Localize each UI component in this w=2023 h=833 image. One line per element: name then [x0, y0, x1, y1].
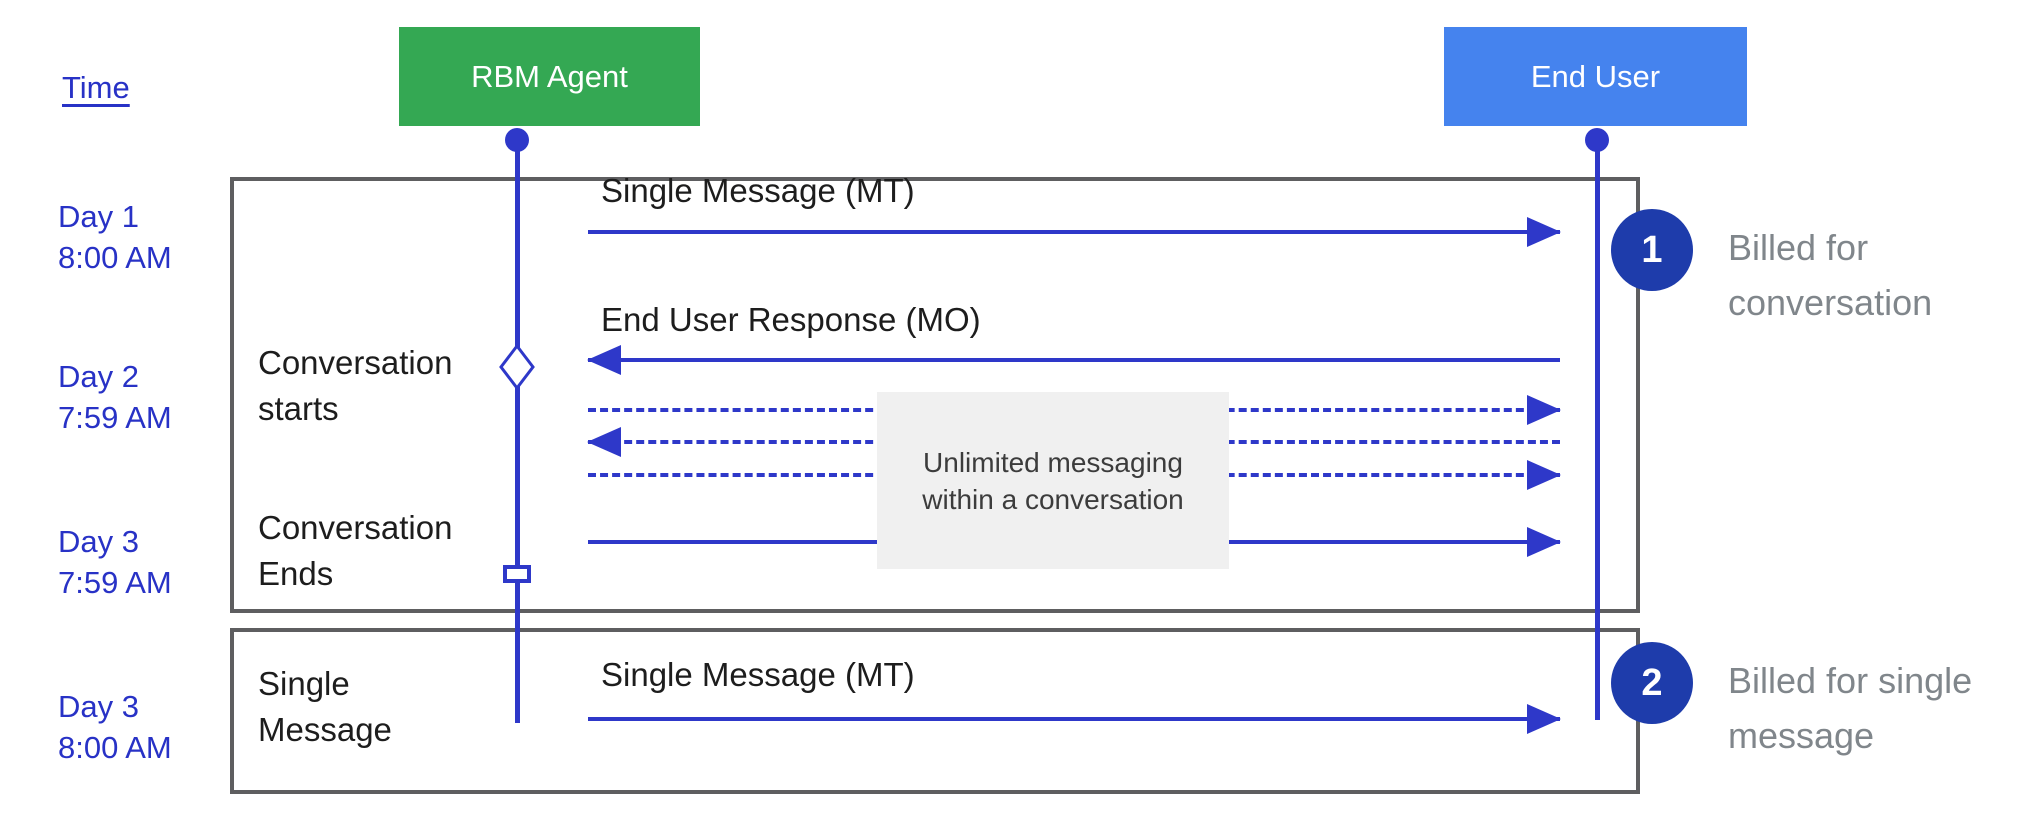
note-line-2: within a conversation — [922, 483, 1184, 515]
arrow-head-left-icon — [587, 427, 621, 457]
message-label-single-message-mt: Single Message (MT) — [601, 172, 915, 209]
billing-badge-2: 2 — [1611, 642, 1693, 724]
time-entry-time-label: 7:59 AM — [58, 400, 172, 435]
end-user-lifeline — [1595, 130, 1600, 720]
conversation-start-diamond-icon — [499, 344, 535, 390]
arrow-head-right-icon — [1527, 527, 1561, 557]
time-entry-day-label: Day 3 — [58, 524, 139, 559]
time-entry-day-label: Day 1 — [58, 199, 139, 234]
time-entry-time-label: 8:00 AM — [58, 240, 172, 275]
milestone-conversation-ends: Conversation Ends — [258, 509, 453, 592]
time-entry-day-label: Day 3 — [58, 689, 139, 724]
conversation-frame — [230, 177, 1640, 613]
arrow-head-left-icon — [587, 345, 621, 375]
time-entry-time-label: 8:00 AM — [58, 730, 172, 765]
actor-rbm-agent-label: RBM Agent — [471, 58, 628, 94]
milestone-conversation-starts: Conversation starts — [258, 344, 453, 427]
actor-box-end-user: End User — [1444, 27, 1747, 126]
message-label-end-user-response-mo: End User Response (MO) — [601, 301, 981, 338]
rbm-lifeline-dot-icon — [505, 128, 529, 152]
badge-number: 1 — [1641, 228, 1663, 271]
arrow-head-right-icon — [1527, 460, 1561, 490]
message-label-single-message-mt-2: Single Message (MT) — [601, 656, 915, 693]
arrow-line — [588, 358, 1560, 362]
time-entry-day2: Day 2 7:59 AM — [58, 356, 172, 438]
actor-end-user-label: End User — [1530, 58, 1661, 94]
actor-box-rbm-agent: RBM Agent — [399, 27, 700, 126]
time-entry-time-label: 7:59 AM — [58, 565, 172, 600]
arrow-line — [588, 717, 1560, 721]
time-entry-day3-single: Day 3 8:00 AM — [58, 686, 172, 768]
milestone-single-message: Single Message — [258, 665, 392, 748]
rbm-agent-lifeline — [515, 130, 520, 723]
billing-badge-1: 1 — [1611, 209, 1693, 291]
arrow-line — [588, 230, 1560, 234]
conversation-end-square-icon — [503, 565, 531, 583]
arrow-head-right-icon — [1527, 395, 1561, 425]
time-entry-day3-end: Day 3 7:59 AM — [58, 521, 172, 603]
end-user-lifeline-dot-icon — [1585, 128, 1609, 152]
billed-for-single-message-label: Billed for single message — [1728, 660, 1973, 756]
billed-for-conversation-label: Billed for conversation — [1728, 227, 1933, 323]
arrow-head-right-icon — [1527, 704, 1561, 734]
note-line-1: Unlimited messaging — [923, 446, 1183, 478]
badge-number: 2 — [1641, 661, 1663, 704]
time-entry-day-label: Day 2 — [58, 359, 139, 394]
arrow-head-right-icon — [1527, 217, 1561, 247]
time-entry-day1: Day 1 8:00 AM — [58, 196, 172, 278]
unlimited-messaging-note: Unlimited messaging within a conversatio… — [877, 392, 1229, 569]
time-legend-label: Time — [62, 70, 130, 105]
